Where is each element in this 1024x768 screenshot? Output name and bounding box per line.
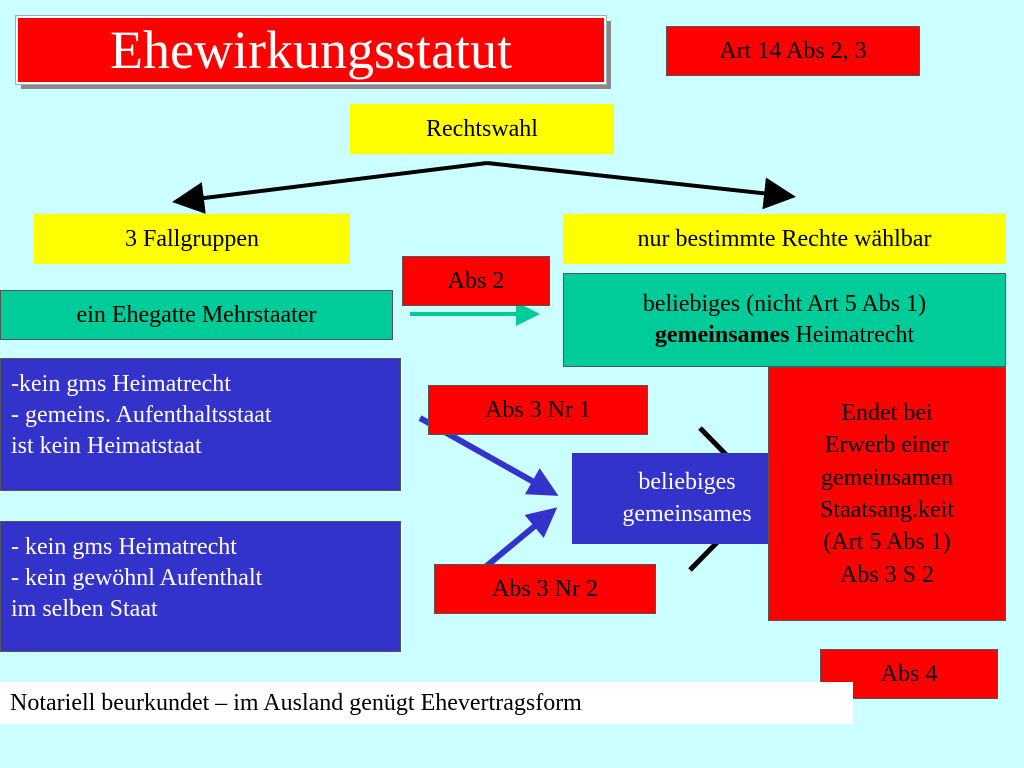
rechte-box: nur bestimmte Rechte wählbar	[563, 214, 1006, 264]
end-note-line4: Staatsang.keit	[820, 497, 954, 523]
case2-box: -kein gms Heimatrecht - gemeins. Aufenth…	[0, 358, 401, 491]
end-note-line6: Abs 3 S 2	[839, 561, 935, 588]
mehrstaater-box: ein Ehegatte Mehrstaater	[0, 290, 393, 340]
page-title: Ehewirkungsstatut	[15, 15, 607, 85]
case2-line2: - gemeins. Aufenthaltsstaat	[11, 402, 272, 429]
case3-box: - kein gms Heimatrecht - kein gewöhnl Au…	[0, 521, 401, 652]
reference-badge: Art 14 Abs 2, 3	[666, 26, 920, 76]
result2-line1: beliebiges	[638, 469, 736, 496]
result1-bold: gemeinsames	[654, 322, 790, 348]
result1-line1: beliebiges (nicht Art 5 Abs 1)	[642, 290, 927, 317]
end-note-line1: Endet bei	[841, 399, 933, 426]
case2-line3: ist kein Heimatstaat	[11, 433, 202, 460]
case3-line3: im selben Staat	[11, 596, 158, 623]
form-note: Notariell beurkundet – im Ausland genügt…	[0, 682, 853, 724]
end-note-line3: gemeinsamen	[821, 464, 953, 491]
abs2-badge: Abs 2	[402, 256, 550, 306]
result1-line2: gemeinsames Heimatrecht	[655, 320, 914, 351]
case2-line1: -kein gms Heimatrecht	[11, 371, 231, 397]
case3-line1: - kein gms Heimatrecht	[11, 534, 237, 560]
result1-box: beliebiges (nicht Art 5 Abs 1) gemeinsam…	[563, 273, 1006, 367]
result2-box: beliebiges gemeinsames	[572, 453, 802, 544]
abs3nr1-badge: Abs 3 Nr 1	[428, 385, 648, 435]
arrow-to-rechte	[486, 161, 796, 210]
rechtswahl-box: Rechtswahl	[350, 104, 614, 154]
end-note-line5: (Art 5 Abs 1)	[823, 529, 951, 556]
result1-rest: Heimatrecht	[789, 322, 915, 348]
end-note-box: Endet bei Erwerb einer gemeinsamen Staat…	[768, 367, 1006, 621]
case3-line2: - kein gewöhnl Aufenthalt	[11, 565, 263, 592]
end-note-line2: Erwerb einer	[824, 432, 950, 459]
fallgruppen-box: 3 Fallgruppen	[34, 214, 350, 264]
arrow-to-fallgruppen	[172, 161, 488, 214]
abs3nr2-badge: Abs 3 Nr 2	[434, 564, 656, 614]
result2-line2: gemeinsames	[622, 500, 752, 527]
